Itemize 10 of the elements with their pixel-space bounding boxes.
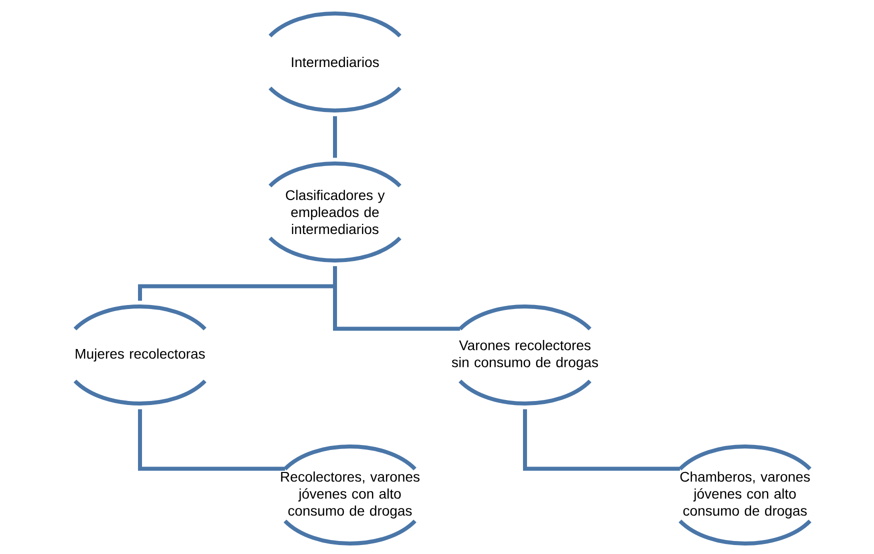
- bracket-node: Recolectores, varones jóvenes con alto consumo de drogas: [281, 444, 420, 546]
- connector-line: [333, 116, 337, 158]
- bracket-node: Clasificadores y empleados de intermediarios: [268, 162, 402, 262]
- bracket-node: Chamberos, varones jóvenes con alto consumo de drogas: [678, 444, 812, 546]
- bracket-node: Intermediarios: [268, 12, 402, 112]
- connector-line: [138, 409, 285, 471]
- connector-line: [523, 409, 680, 471]
- connector-line: [333, 266, 460, 331]
- bracket-node: Mujeres recolectoras: [74, 304, 206, 406]
- bracket-node: Varones recolectores sin consumo de drogas: [452, 304, 598, 406]
